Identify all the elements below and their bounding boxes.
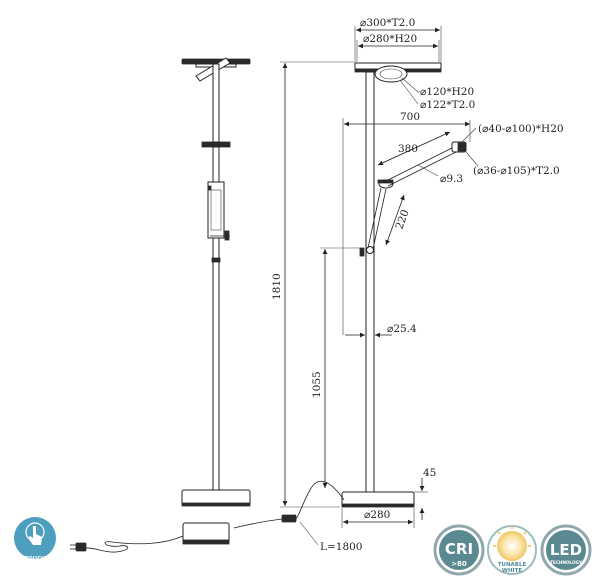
tunable-white-badge: TUNABLE WHITE bbox=[487, 525, 537, 575]
dim-base-diameter: ⌀280 bbox=[364, 509, 390, 521]
dim-upper-arm: 380 bbox=[398, 143, 418, 155]
lamp-side-view bbox=[181, 57, 251, 507]
dim-pole: ⌀25.4 bbox=[387, 323, 417, 335]
dim-reading-cone: (⌀36-⌀105)*T2.0 bbox=[473, 165, 560, 177]
dim-joint: ⌀9.3 bbox=[440, 173, 463, 185]
dim-inner-ring-2: ⌀122*T2.0 bbox=[420, 99, 475, 111]
dim-inner-ring-1: ⌀120*H20 bbox=[420, 86, 474, 98]
touch-dimmer-line2: DIMMER bbox=[22, 563, 48, 569]
led-sub: TECHNOLOGY bbox=[550, 560, 583, 565]
led-badge: LED TECHNOLOGY bbox=[540, 524, 592, 576]
dimension-lines bbox=[280, 26, 479, 546]
dim-top-disc-outer: ⌀300*T2.0 bbox=[360, 17, 415, 29]
dim-total-height: 1810 bbox=[271, 273, 283, 300]
dim-arm-reach: 700 bbox=[400, 111, 420, 123]
touch-dimmer-badge: TOUCH DIMMER bbox=[14, 517, 56, 569]
dimension-labels: ⌀300*T2.0 ⌀280*H20 ⌀120*H20 ⌀122*T2.0 70… bbox=[271, 17, 564, 553]
touch-dimmer-line1: TOUCH bbox=[24, 556, 46, 562]
dim-base-height: 45 bbox=[423, 467, 436, 479]
led-main: LED bbox=[550, 541, 582, 559]
cri-main: CRI bbox=[445, 540, 473, 558]
dim-top-disc-inner: ⌀280*H20 bbox=[363, 33, 417, 45]
dim-arm-height: 1055 bbox=[311, 371, 323, 398]
dim-lower-arm: 220 bbox=[394, 208, 412, 231]
dim-cable-length: L=1800 bbox=[320, 541, 363, 553]
power-cable bbox=[70, 480, 345, 553]
tunable-line1: TUNABLE bbox=[498, 562, 527, 568]
cri-sub: >80 bbox=[451, 560, 467, 568]
tunable-line2: WHITE bbox=[502, 568, 522, 574]
cri-badge: CRI >80 bbox=[433, 524, 485, 576]
lamp-front-view bbox=[341, 62, 467, 508]
dim-reading-head: (⌀40-⌀100)*H20 bbox=[478, 123, 564, 135]
